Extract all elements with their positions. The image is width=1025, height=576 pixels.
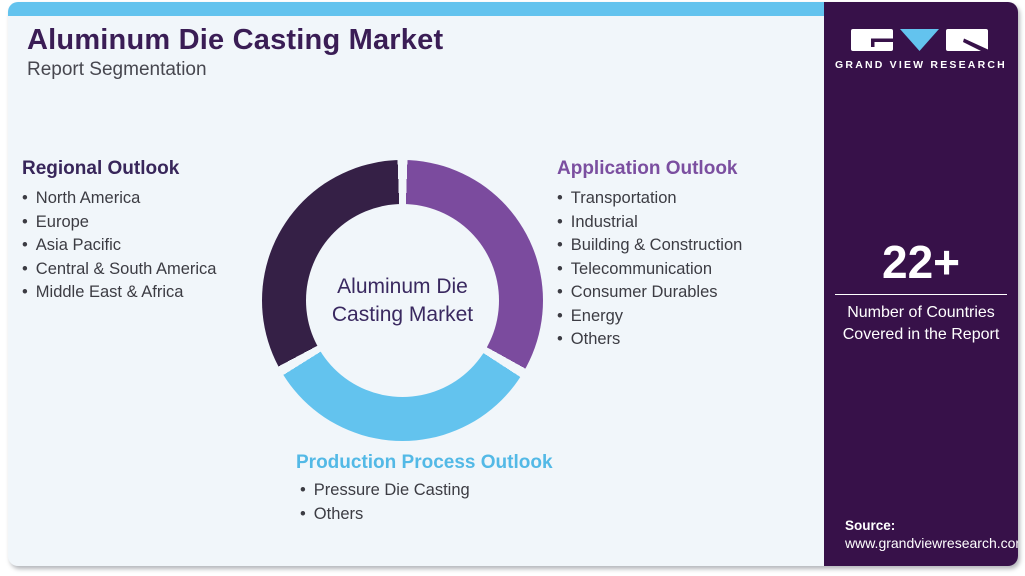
list-item: Consumer Durables	[557, 281, 742, 305]
stat-label: Number of Countries Covered in the Repor…	[842, 304, 1000, 343]
source-block: Source: www.grandviewresearch.com	[845, 517, 1018, 552]
application-outlook-heading: Application Outlook	[557, 158, 738, 179]
list-item: Transportation	[557, 187, 742, 211]
logo-wordmark: GRAND VIEW RESEARCH	[835, 59, 1007, 71]
donut-center-label: Aluminum Die Casting Market	[331, 274, 474, 326]
donut-chart: Aluminum Die Casting Market	[262, 160, 543, 441]
donut-center: Aluminum Die Casting Market	[306, 204, 499, 397]
gvr-logo-icon	[851, 29, 988, 51]
regional-outlook-list: North America Europe Asia Pacific Centra…	[22, 187, 217, 305]
page-subtitle: Report Segmentation	[27, 59, 207, 80]
stat-value: 22+	[881, 236, 961, 288]
list-item: Telecommunication	[557, 258, 742, 282]
countries-stat: 22+ Number of Countries Covered in the R…	[824, 238, 1018, 345]
top-accent-bar	[8, 2, 824, 16]
sidebar: GRAND VIEW RESEARCH 22+ Number of Countr…	[824, 2, 1018, 566]
list-item: Middle East & Africa	[22, 281, 216, 305]
header: Aluminum Die Casting Market Report Segme…	[27, 24, 443, 81]
list-item: Central & South America	[22, 258, 217, 282]
list-item: Building & Construction	[557, 234, 743, 258]
regional-outlook-section: Regional Outlook North America Europe As…	[22, 158, 216, 305]
list-item: Others	[557, 328, 742, 352]
list-item: Pressure Die Casting	[296, 479, 553, 503]
source-url: www.grandviewresearch.com	[845, 535, 1018, 551]
stat-divider	[835, 294, 1007, 295]
list-item: Energy	[557, 305, 742, 329]
list-item: North America	[22, 187, 216, 211]
application-outlook-list: Transportation Industrial Building & Con…	[557, 187, 743, 352]
list-item: Asia Pacific	[22, 234, 216, 258]
list-item: Industrial	[557, 211, 742, 235]
regional-outlook-heading: Regional Outlook	[22, 158, 180, 179]
source-label: Source:	[845, 518, 896, 533]
production-process-outlook-list: Pressure Die Casting Others	[296, 479, 553, 526]
production-process-outlook-section: Production Process Outlook Pressure Die …	[296, 452, 553, 526]
application-outlook-section: Application Outlook Transportation Indus…	[557, 158, 742, 352]
report-card: Aluminum Die Casting Market Report Segme…	[8, 2, 1018, 566]
grand-view-research-logo: GRAND VIEW RESEARCH	[824, 29, 1018, 71]
production-process-outlook-heading: Production Process Outlook	[296, 452, 553, 473]
list-item: Europe	[22, 211, 216, 235]
list-item: Others	[296, 503, 553, 527]
page-title: Aluminum Die Casting Market	[27, 24, 444, 56]
